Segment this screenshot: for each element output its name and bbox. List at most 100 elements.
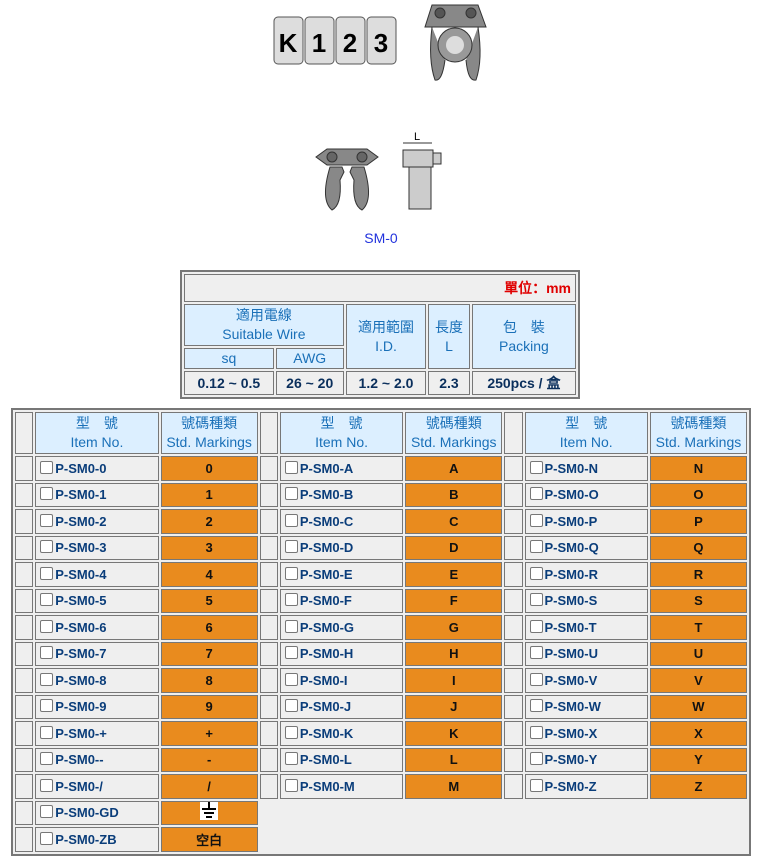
item-checkbox[interactable] <box>40 646 54 660</box>
item-cell: P-SM0-G <box>279 615 404 640</box>
marking-cell: 7 <box>160 641 258 666</box>
item-checkbox[interactable] <box>284 646 298 660</box>
row-blank <box>15 774 34 799</box>
item-checkbox[interactable] <box>40 752 54 766</box>
item-number: P-SM0-GD <box>55 805 119 821</box>
item-number: P-SM0-8 <box>55 672 107 688</box>
row-blank <box>504 535 523 560</box>
item-number: P-SM0-B <box>299 487 354 503</box>
item-checkbox[interactable] <box>284 619 298 633</box>
item-number: P-SM0-C <box>299 513 354 529</box>
marking-cell: 5 <box>160 588 258 613</box>
item-number: P-SM0-P <box>544 513 598 529</box>
item-checkbox[interactable] <box>284 460 298 474</box>
marking-cell: 8 <box>160 668 258 693</box>
item-cell: P-SM0-7 <box>35 641 159 666</box>
item-cell: P-SM0-Z <box>524 774 648 799</box>
item-checkbox[interactable] <box>529 566 543 580</box>
item-number: P-SM0-H <box>299 646 354 662</box>
item-checkbox[interactable] <box>284 513 298 527</box>
item-checkbox[interactable] <box>40 487 54 501</box>
item-number: P-SM0-5 <box>55 593 107 609</box>
item-number: P-SM0-G <box>299 619 355 635</box>
marker-3: 3 <box>374 28 388 58</box>
item-checkbox[interactable] <box>40 460 54 474</box>
item-number: P-SM0-E <box>299 566 353 582</box>
row-blank <box>259 588 278 613</box>
marking-cell: 4 <box>160 562 258 587</box>
item-checkbox[interactable] <box>529 725 543 739</box>
item-cell: P-SM0-O <box>524 482 648 507</box>
item-checkbox[interactable] <box>529 672 543 686</box>
marking-cell: 空白 <box>160 827 258 852</box>
item-checkbox[interactable] <box>40 593 54 607</box>
row-blank <box>259 747 278 772</box>
marking-cell: B <box>405 482 503 507</box>
item-checkbox[interactable] <box>40 619 54 633</box>
item-checkbox[interactable] <box>529 513 543 527</box>
marking-cell: O <box>649 482 747 507</box>
item-checkbox[interactable] <box>284 540 298 554</box>
dimension-l-label: L <box>414 131 420 143</box>
item-cell: P-SM0-P <box>524 509 648 534</box>
row-blank <box>504 668 523 693</box>
item-number: P-SM0-3 <box>55 540 107 556</box>
item-number: P-SM0-S <box>544 593 598 609</box>
item-checkbox[interactable] <box>40 566 54 580</box>
marking-cell: N <box>649 456 747 481</box>
item-number: P-SM0-M <box>299 778 355 794</box>
item-checkbox[interactable] <box>40 513 54 527</box>
row-blank <box>15 668 34 693</box>
item-checkbox[interactable] <box>529 460 543 474</box>
row-blank <box>259 694 278 719</box>
item-checkbox[interactable] <box>284 487 298 501</box>
marking-cell: 6 <box>160 615 258 640</box>
row-blank <box>259 456 278 481</box>
item-cell: P-SM0-6 <box>35 615 159 640</box>
item-checkbox[interactable] <box>529 646 543 660</box>
item-checkbox[interactable] <box>40 778 54 792</box>
item-checkbox[interactable] <box>529 752 543 766</box>
item-number: P-SM0-X <box>544 725 598 741</box>
item-checkbox[interactable] <box>40 725 54 739</box>
item-checkbox[interactable] <box>529 540 543 554</box>
marking-cell: Z <box>649 774 747 799</box>
item-checkbox[interactable] <box>40 805 54 819</box>
item-cell: P-SM0-3 <box>35 535 159 560</box>
item-checkbox[interactable] <box>284 725 298 739</box>
item-checkbox[interactable] <box>40 672 54 686</box>
item-checkbox[interactable] <box>284 778 298 792</box>
item-number: P-SM0-4 <box>55 566 107 582</box>
item-number: P-SM0-6 <box>55 619 107 635</box>
marking-cell: - <box>160 747 258 772</box>
marking-cell: / <box>160 774 258 799</box>
item-checkbox[interactable] <box>529 699 543 713</box>
item-checkbox[interactable] <box>40 699 54 713</box>
marking-cell: V <box>649 668 747 693</box>
item-checkbox[interactable] <box>529 778 543 792</box>
item-checkbox[interactable] <box>529 487 543 501</box>
row-blank <box>504 641 523 666</box>
item-checkbox[interactable] <box>529 619 543 633</box>
item-checkbox[interactable] <box>284 752 298 766</box>
header-blank <box>15 412 34 454</box>
item-checkbox[interactable] <box>529 593 543 607</box>
item-number: P-SM0-U <box>544 646 598 662</box>
item-cell: P-SM0-Q <box>524 535 648 560</box>
marking-cell: T <box>649 615 747 640</box>
item-checkbox[interactable] <box>40 831 54 845</box>
item-checkbox[interactable] <box>284 566 298 580</box>
item-checkbox[interactable] <box>40 540 54 554</box>
item-cell: P-SM0-A <box>279 456 404 481</box>
item-number: P-SM0-R <box>544 566 598 582</box>
item-checkbox[interactable] <box>284 699 298 713</box>
marking-cell: F <box>405 588 503 613</box>
item-checkbox[interactable] <box>284 593 298 607</box>
item-checkbox[interactable] <box>284 672 298 686</box>
item-number: P-SM0-Y <box>544 752 598 768</box>
